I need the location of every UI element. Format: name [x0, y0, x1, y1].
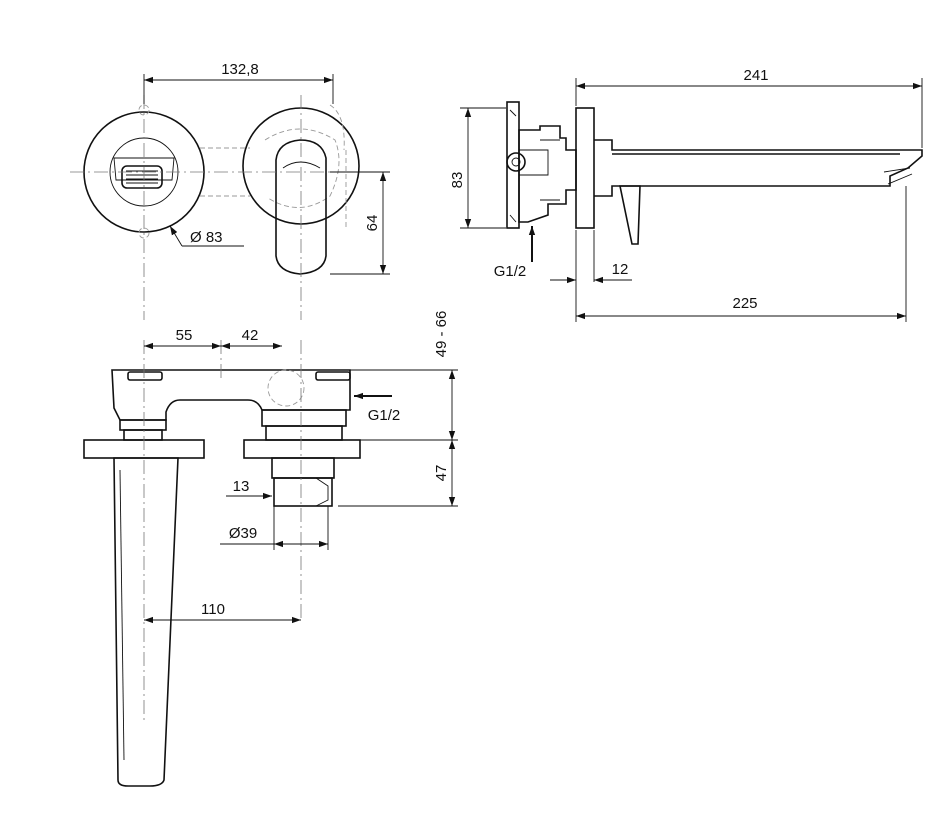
dim-spout-offset: 110 — [144, 601, 301, 624]
dim-range-label: 49 - 66 — [433, 311, 450, 358]
dim-small: 12 — [550, 230, 632, 322]
dim-range: 49 - 66 — [350, 311, 458, 441]
front-inlet-label: G1/2 — [368, 407, 401, 424]
dim-thread: 13 — [226, 478, 272, 500]
dim-a-label: 55 — [176, 327, 193, 344]
dim-valve-diameter: Ø39 — [220, 506, 329, 550]
dim-valve-diameter-label: Ø39 — [229, 525, 257, 542]
dim-b-label: 42 — [242, 327, 259, 344]
side-view: 241 83 G1/2 12 225 — [449, 67, 923, 322]
front-inlet: G1/2 — [354, 392, 401, 424]
dim-projection-label: 225 — [732, 295, 757, 312]
top-view: 132,8 Ø 83 64 — [70, 61, 390, 320]
front-view: 55 42 49 - 66 G1/2 47 13 — [83, 311, 458, 787]
dim-projection: 225 — [576, 186, 907, 322]
dim-flange-height: 83 — [449, 107, 506, 229]
dim-width-label: 132,8 — [221, 61, 259, 78]
side-inlet: G1/2 — [494, 226, 536, 280]
dim-handle-height: 64 — [330, 171, 390, 275]
dim-front-widths: 55 42 — [144, 327, 282, 350]
dim-body: 47 — [338, 440, 458, 507]
dim-thread-label: 13 — [233, 478, 250, 495]
dim-rosette-diameter: Ø 83 — [169, 225, 244, 247]
dim-body-label: 47 — [433, 465, 450, 482]
dim-width: 132,8 — [143, 61, 334, 104]
dim-handle-height-label: 64 — [364, 215, 381, 232]
dim-flange-height-label: 83 — [449, 172, 466, 189]
side-inlet-label: G1/2 — [494, 263, 527, 280]
side-spout — [594, 139, 923, 245]
dim-rosette-diameter-label: Ø 83 — [190, 229, 223, 246]
dim-total-length-label: 241 — [743, 67, 768, 84]
concealed-body — [506, 101, 577, 229]
dim-spout-offset-label: 110 — [201, 601, 225, 618]
dim-total-length: 241 — [575, 67, 923, 148]
dim-small-label: 12 — [612, 261, 629, 278]
